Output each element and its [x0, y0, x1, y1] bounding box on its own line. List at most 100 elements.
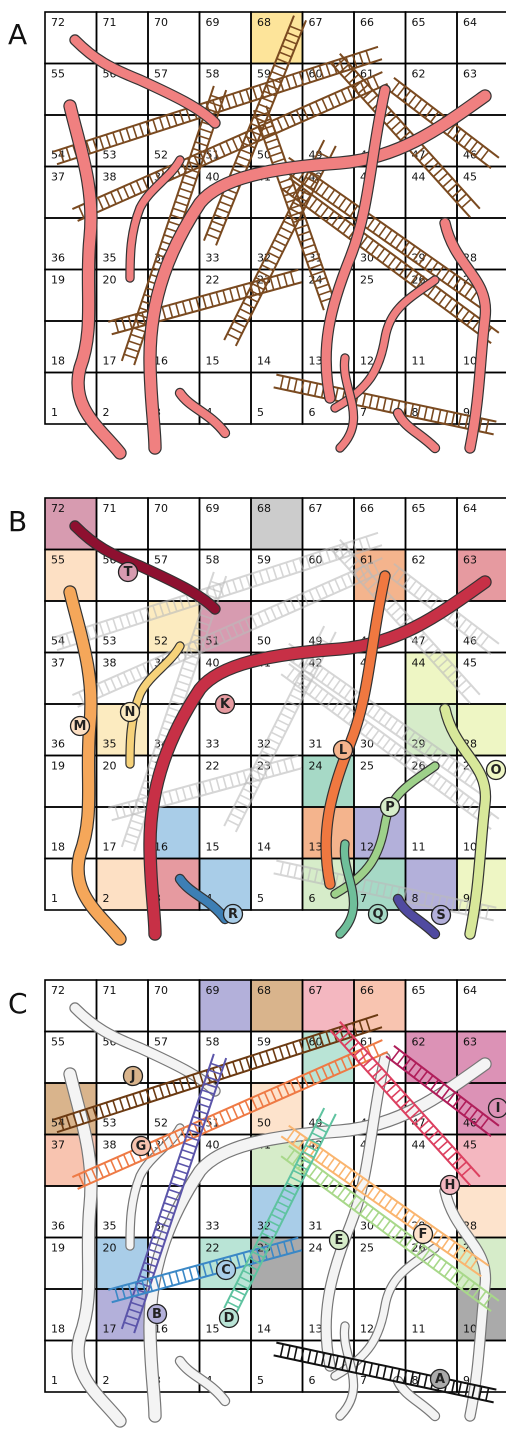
cell-number: 2 — [103, 892, 110, 905]
cell-number: 19 — [51, 760, 65, 773]
ladder-a — [274, 375, 497, 435]
snake-label-k-text: K — [220, 697, 231, 712]
cell-number: 35 — [103, 738, 117, 751]
cell-number: 38 — [103, 1139, 117, 1152]
ladder-label-d-text: D — [224, 1311, 235, 1326]
cell-number: 20 — [103, 1242, 117, 1255]
cell-number: 70 — [154, 16, 168, 29]
cell-number: 17 — [103, 355, 117, 368]
cell-number: 70 — [154, 502, 168, 515]
snake-label-l: L — [334, 741, 353, 760]
cell-number: 9 — [463, 1374, 470, 1387]
cell-number: 15 — [206, 355, 220, 368]
cell-number: 15 — [206, 841, 220, 854]
cell-number: 19 — [51, 274, 65, 287]
cell-number: 44 — [412, 171, 426, 184]
cell-number: 24 — [309, 1242, 323, 1255]
ladder-label-b: B — [148, 1305, 167, 1324]
cell-number: 31 — [309, 738, 323, 751]
cell-number: 64 — [463, 16, 477, 29]
cell-number: 52 — [154, 149, 168, 162]
ladder-label-j: J — [124, 1067, 143, 1086]
ladder-label-f: F — [414, 1225, 433, 1244]
snake-label-o-text: O — [490, 763, 501, 778]
snake-label-l-text: L — [339, 743, 347, 758]
board-panel-b: 7271706968676665645556575859606162635453… — [0, 494, 506, 964]
snake-label-n-text: N — [125, 705, 136, 720]
cell-number: 36 — [51, 738, 65, 751]
snake-label-m: M — [71, 717, 90, 736]
cell-number: 33 — [206, 252, 220, 265]
cell-number: 66 — [360, 984, 374, 997]
cell-number: 68 — [257, 502, 271, 515]
cell-number: 55 — [51, 1036, 65, 1049]
cell-number: 37 — [51, 657, 65, 670]
snake-label-r-text: R — [228, 907, 238, 922]
cell-number: 14 — [257, 355, 271, 368]
cell-number: 63 — [463, 68, 477, 81]
cell-number: 12 — [360, 841, 374, 854]
ladder-label-b-text: B — [152, 1307, 162, 1322]
ladder-label-f-text: F — [419, 1227, 428, 1242]
cell-number: 25 — [360, 274, 374, 287]
snake-label-q-text: Q — [372, 907, 383, 922]
snake-label-p-text: P — [385, 800, 395, 815]
snake-label-s: S — [432, 906, 451, 925]
cell-number: 1 — [51, 406, 58, 419]
cell-number: 53 — [103, 149, 117, 162]
cell-number: 33 — [206, 1220, 220, 1233]
cell-number: 1 — [51, 1374, 58, 1387]
cell-number: 65 — [412, 502, 426, 515]
ladder-label-c: C — [217, 1261, 236, 1280]
cell-number: 50 — [257, 1117, 271, 1130]
ladder-label-e: E — [330, 1231, 349, 1250]
cell-number: 69 — [206, 984, 220, 997]
cell-number: 13 — [309, 841, 323, 854]
cell-number: 55 — [51, 68, 65, 81]
cell-number: 12 — [360, 1323, 374, 1336]
cell-number: 66 — [360, 502, 374, 515]
cell-number: 44 — [412, 1139, 426, 1152]
cell-number: 14 — [257, 841, 271, 854]
cell-number: 6 — [309, 1374, 316, 1387]
cell-number: 11 — [412, 355, 426, 368]
cell-number: 62 — [412, 68, 426, 81]
cell-number: 9 — [463, 406, 470, 419]
cell-number: 12 — [360, 355, 374, 368]
cell-number: 72 — [51, 984, 65, 997]
cell-number: 17 — [103, 841, 117, 854]
cell-number: 11 — [412, 1323, 426, 1336]
cell-number: 66 — [360, 16, 374, 29]
cell-number: 62 — [412, 554, 426, 567]
cell-number: 62 — [412, 1036, 426, 1049]
cell-number: 13 — [309, 1323, 323, 1336]
snake-label-q: Q — [369, 905, 388, 924]
ladder-label-g-text: G — [136, 1139, 147, 1154]
cell-number: 14 — [257, 1323, 271, 1336]
cell-number: 67 — [309, 984, 323, 997]
snake-label-t-text: T — [124, 565, 133, 580]
cell-number: 68 — [257, 16, 271, 29]
cell-number: 37 — [51, 171, 65, 184]
cell-number: 13 — [309, 355, 323, 368]
snake-label-r: R — [224, 905, 243, 924]
cell-number: 55 — [51, 554, 65, 567]
cell-number: 6 — [309, 892, 316, 905]
cell-number: 18 — [51, 841, 65, 854]
cell-number: 69 — [206, 502, 220, 515]
cell-number: 50 — [257, 635, 271, 648]
cell-number: 2 — [103, 1374, 110, 1387]
cell-number: 58 — [206, 554, 220, 567]
snake-label-t: T — [119, 563, 138, 582]
ladder-label-e-text: E — [335, 1233, 344, 1248]
cell-number: 5 — [257, 1374, 264, 1387]
cell-number: 69 — [206, 16, 220, 29]
cell-number: 5 — [257, 892, 264, 905]
cell-number: 58 — [206, 1036, 220, 1049]
cell-number: 5 — [257, 406, 264, 419]
cell-number: 19 — [51, 1242, 65, 1255]
cell-number: 45 — [463, 1139, 477, 1152]
cell-number: 65 — [412, 984, 426, 997]
snake-faint-r — [180, 1361, 225, 1401]
cell-number: 6 — [309, 406, 316, 419]
